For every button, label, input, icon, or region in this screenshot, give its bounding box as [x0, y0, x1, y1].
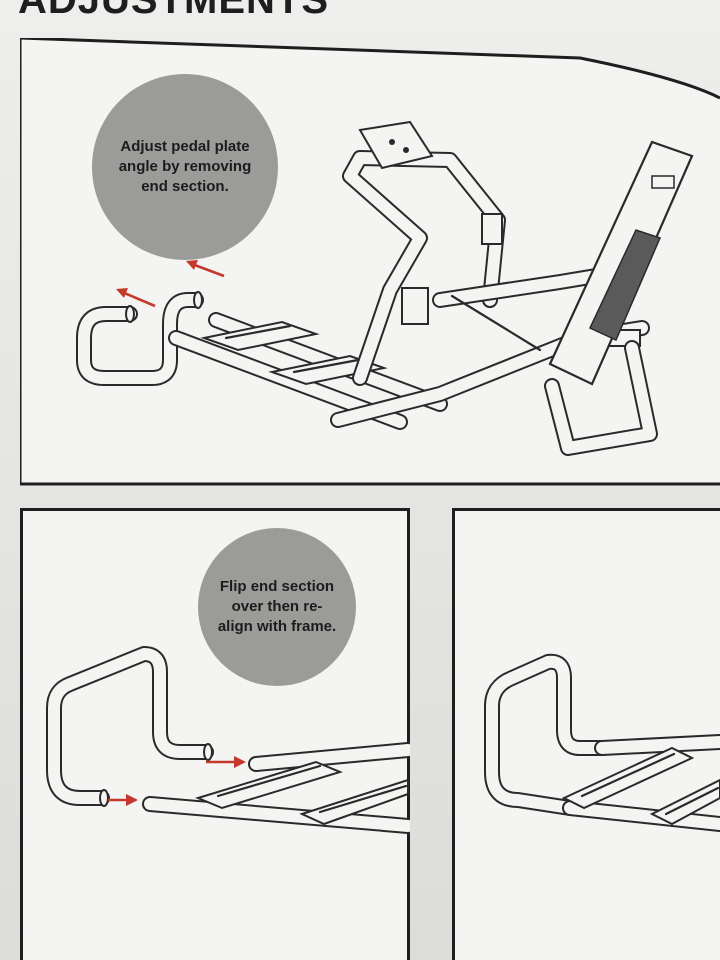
seat — [544, 140, 694, 456]
step-3-illustration — [452, 508, 720, 960]
flipped-end-section — [46, 646, 214, 807]
removal-arrow — [116, 260, 225, 308]
step-1-callout-text: Adjust pedal plate angle by removing end… — [118, 138, 252, 195]
removed-end-section — [76, 291, 204, 386]
frame-rails — [561, 734, 720, 832]
step-2-panel: Flip end section over then re- align wit… — [20, 508, 410, 960]
section-heading: ADJUSTMENTS — [18, 0, 330, 22]
step-1-callout: Adjust pedal plate angle by removing end… — [92, 74, 278, 260]
step-2-callout-text: Flip end section over then re- align wit… — [217, 578, 337, 635]
wheel-stand — [342, 120, 506, 386]
step-3-panel — [452, 508, 720, 960]
frame-rails — [142, 742, 410, 834]
step-2-callout: Flip end section over then re- align wit… — [198, 528, 356, 686]
step-1-panel: Adjust pedal plate angle by removing end… — [20, 38, 720, 486]
realign-arrow — [108, 756, 246, 806]
end-section — [484, 653, 610, 816]
